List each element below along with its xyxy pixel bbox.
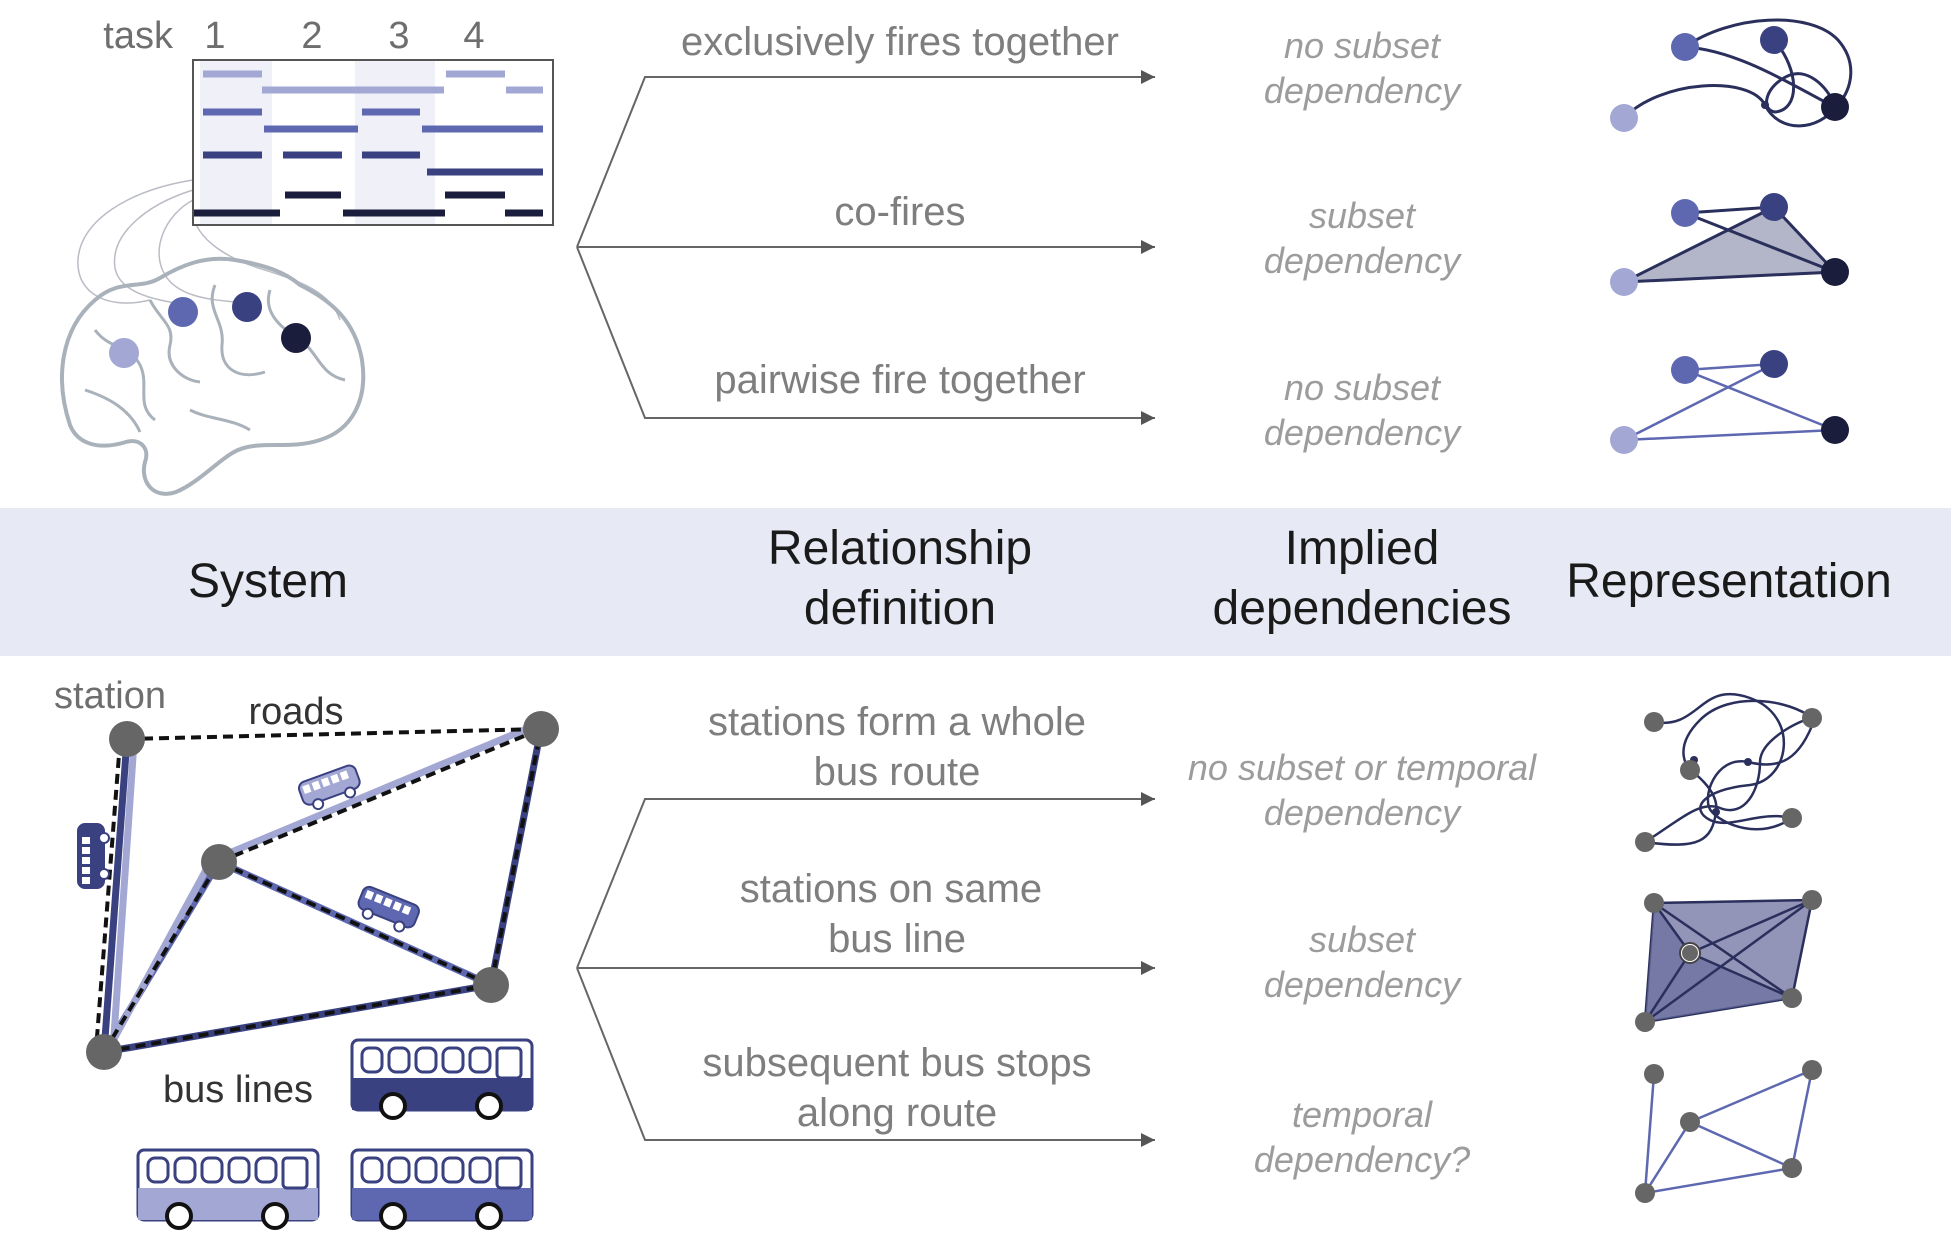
rep-hypergraph-exclusive xyxy=(1610,18,1853,132)
header-relationship-line1: Relationship xyxy=(768,522,1032,575)
transit-dep-3-line2: dependency? xyxy=(1254,1139,1470,1180)
arrow-subsequent xyxy=(576,967,1155,1147)
task-number-1: 1 xyxy=(204,15,225,57)
station-c xyxy=(201,844,237,880)
station-b xyxy=(523,711,559,747)
task-number-2: 2 xyxy=(301,15,322,57)
arrow-pairwise xyxy=(576,246,1155,425)
neuron-2 xyxy=(168,297,198,327)
transit-rel-1-line2: bus route xyxy=(814,750,981,794)
header-representation: Representation xyxy=(1566,555,1892,608)
transit-rel-2-line1: stations on same xyxy=(740,867,1042,911)
header-implied-line1: Implied xyxy=(1285,522,1440,575)
neuro-dep-3-line2: dependency xyxy=(1264,412,1462,453)
header-implied-line2: dependencies xyxy=(1213,582,1512,635)
neuro-dep-1-line2: dependency xyxy=(1264,70,1462,111)
rep-simplicial-lines xyxy=(1635,890,1822,1032)
transit-dep-1-line1: no subset or temporal xyxy=(1188,747,1537,788)
bus-legend-mid xyxy=(350,1148,534,1230)
station-d xyxy=(86,1034,122,1070)
transit-relationship-arrows xyxy=(576,792,1155,1147)
bus-legend-light xyxy=(136,1148,320,1230)
bus-lines-label: bus lines xyxy=(163,1069,313,1111)
task-3-shade xyxy=(355,60,435,225)
neuron-3 xyxy=(232,292,262,322)
small-bus-dark xyxy=(77,823,110,889)
task-label: task xyxy=(103,15,174,57)
neuro-dep-1-line1: no subset xyxy=(1284,25,1442,66)
arrow-exclusive xyxy=(576,70,1155,248)
neuro-dep-2-line1: subset xyxy=(1309,195,1417,236)
transit-rel-3-line1: subsequent bus stops xyxy=(702,1041,1091,1085)
transit-rel-1-line1: stations form a whole xyxy=(708,700,1086,744)
station-e xyxy=(473,967,509,1003)
station-a xyxy=(109,721,145,757)
header-band xyxy=(0,508,1951,656)
raster-panel xyxy=(192,59,554,226)
task-number-4: 4 xyxy=(463,15,484,57)
neuron-1 xyxy=(109,338,139,368)
header-system: System xyxy=(188,555,348,608)
rep-graph-pairwise xyxy=(1610,350,1849,454)
task-number-3: 3 xyxy=(388,15,409,57)
brain-outline xyxy=(60,256,366,496)
neuro-system: task 1 2 3 4 xyxy=(60,15,554,496)
task-1-shade xyxy=(200,60,272,225)
rep-graph-sequence xyxy=(1635,1060,1822,1203)
transit-dep-1-line2: dependency xyxy=(1264,792,1462,833)
neuro-dep-3-line1: no subset xyxy=(1284,367,1442,408)
small-bus-light xyxy=(297,764,361,811)
neuro-rel-3-label: pairwise fire together xyxy=(714,358,1085,402)
station-label: station xyxy=(54,675,166,717)
transit-rel-2-line2: bus line xyxy=(828,917,966,961)
neuro-rel-2-label: co-fires xyxy=(834,190,965,234)
neuro-rel-1-label: exclusively fires together xyxy=(681,20,1119,64)
transit-rel-3-line2: along route xyxy=(797,1091,997,1135)
neuron-4 xyxy=(281,323,311,353)
arrow-whole-route xyxy=(576,792,1155,969)
neuro-relationship-arrows xyxy=(576,70,1155,425)
rep-hypergraph-routes xyxy=(1635,692,1822,852)
transit-dep-3-line1: temporal xyxy=(1292,1094,1433,1135)
small-bus-mid xyxy=(357,885,420,933)
header-relationship-line2: definition xyxy=(804,582,996,635)
neuro-dep-2-line2: dependency xyxy=(1264,240,1462,281)
roads-label: roads xyxy=(248,691,343,733)
transit-dep-2-line1: subset xyxy=(1309,919,1417,960)
transit-dep-2-line2: dependency xyxy=(1264,964,1462,1005)
transit-system: station roads bus lines xyxy=(54,675,559,1230)
rep-simplicial-cofires xyxy=(1610,193,1849,296)
bus-legend-dark xyxy=(350,1038,534,1120)
